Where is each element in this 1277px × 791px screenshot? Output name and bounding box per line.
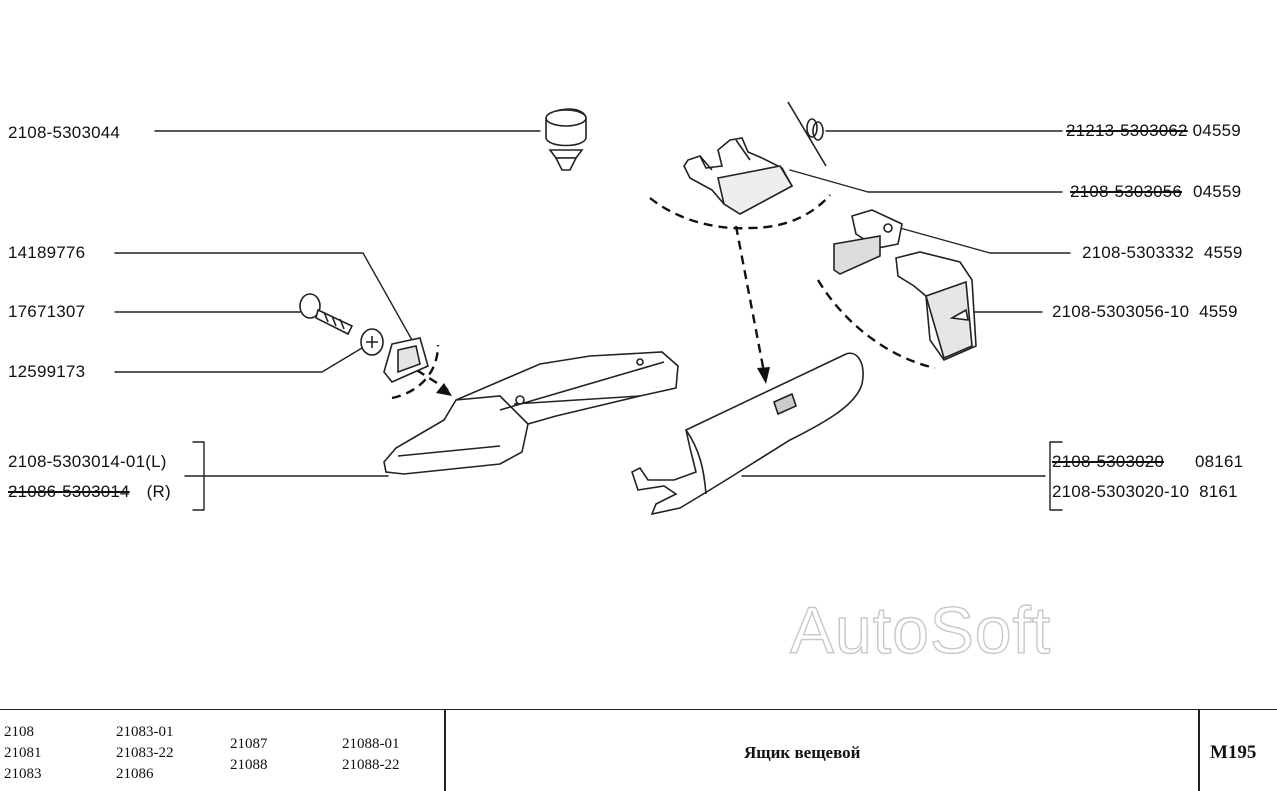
label-side-panel-r-struck: 21086-5303014: [8, 482, 130, 501]
model: 21087: [230, 736, 268, 752]
leader-washer: [114, 347, 363, 373]
lock-part: [895, 251, 977, 361]
side-panel-part: [383, 351, 679, 475]
bracket-right: [1049, 441, 1063, 511]
watermark: AutoSoft: [789, 592, 1052, 667]
model: 21081: [4, 745, 42, 761]
washer-part: [360, 328, 384, 356]
model: 21088-22: [342, 757, 400, 773]
footer: 2108 21081 21083 21083-01 21083-22 21086…: [0, 709, 1277, 791]
glovebox-part: [631, 352, 864, 516]
label-spring-struck: 21213-5303062: [1066, 121, 1188, 140]
label-glovebox-tail: 08161: [1195, 452, 1244, 471]
arc-top: [649, 194, 831, 230]
page-code: M195: [1210, 742, 1257, 763]
model: 21083-01: [116, 724, 174, 740]
footer-divider: [1198, 710, 1200, 791]
bumper-stop-part: [545, 108, 587, 171]
label-washer: 12599173: [8, 362, 86, 381]
arc-right: [816, 279, 936, 370]
label-handle: 2108-5303056 04559: [1070, 182, 1241, 202]
arc-left: [391, 344, 440, 400]
handle-part: [683, 137, 794, 215]
screw-part: [299, 293, 354, 336]
label-clip: 14189776: [8, 243, 86, 262]
label-lock: 2108-5303056-10 4559: [1052, 302, 1238, 321]
clip-part: [383, 337, 429, 383]
models-col3: 21087 21088: [230, 734, 268, 776]
leader-clip: [114, 252, 413, 341]
footer-divider: [444, 710, 446, 791]
model: 21083-22: [116, 745, 174, 761]
label-bumper: 2108-5303044: [8, 123, 121, 142]
model: 21088-01: [342, 736, 400, 752]
page-title: Ящик вещевой: [744, 743, 861, 762]
spring-part: [787, 101, 827, 167]
leader-handle: [789, 169, 1063, 193]
exploded-diagram: [114, 101, 1071, 516]
latch-bracket-part: [833, 209, 903, 275]
model: 21083: [4, 766, 42, 782]
label-glovebox-struck: 2108-5303020: [1052, 452, 1165, 471]
label-glovebox-1: 2108-5303020 08161: [1052, 452, 1243, 472]
leader-latch: [899, 227, 1071, 254]
model: 21088: [230, 757, 268, 773]
label-spring-tail: 04559: [1192, 121, 1241, 140]
bracket-left: [192, 441, 205, 511]
label-side-panel-l: 2108-5303014-01(L): [8, 452, 167, 471]
models-col2: 21083-01 21083-22 21086: [116, 722, 174, 785]
models-col1: 2108 21081 21083: [4, 722, 42, 785]
label-screw: 17671307: [8, 302, 86, 321]
model: 2108: [4, 724, 34, 740]
label-latch-bracket: 2108-5303332 4559: [1082, 243, 1243, 262]
label-glovebox-2: 2108-5303020-10 8161: [1052, 482, 1238, 501]
models-col4: 21088-01 21088-22: [342, 734, 400, 776]
label-handle-tail: 04559: [1193, 182, 1242, 201]
label-side-panel-r-tail: (R): [146, 482, 171, 501]
label-spring: 21213-5303062 04559: [1066, 121, 1241, 141]
arrow-handle: [734, 225, 766, 373]
label-side-panel-r: 21086-5303014 (R): [8, 482, 171, 502]
model: 21086: [116, 766, 154, 782]
label-handle-struck: 2108-5303056: [1070, 182, 1183, 201]
